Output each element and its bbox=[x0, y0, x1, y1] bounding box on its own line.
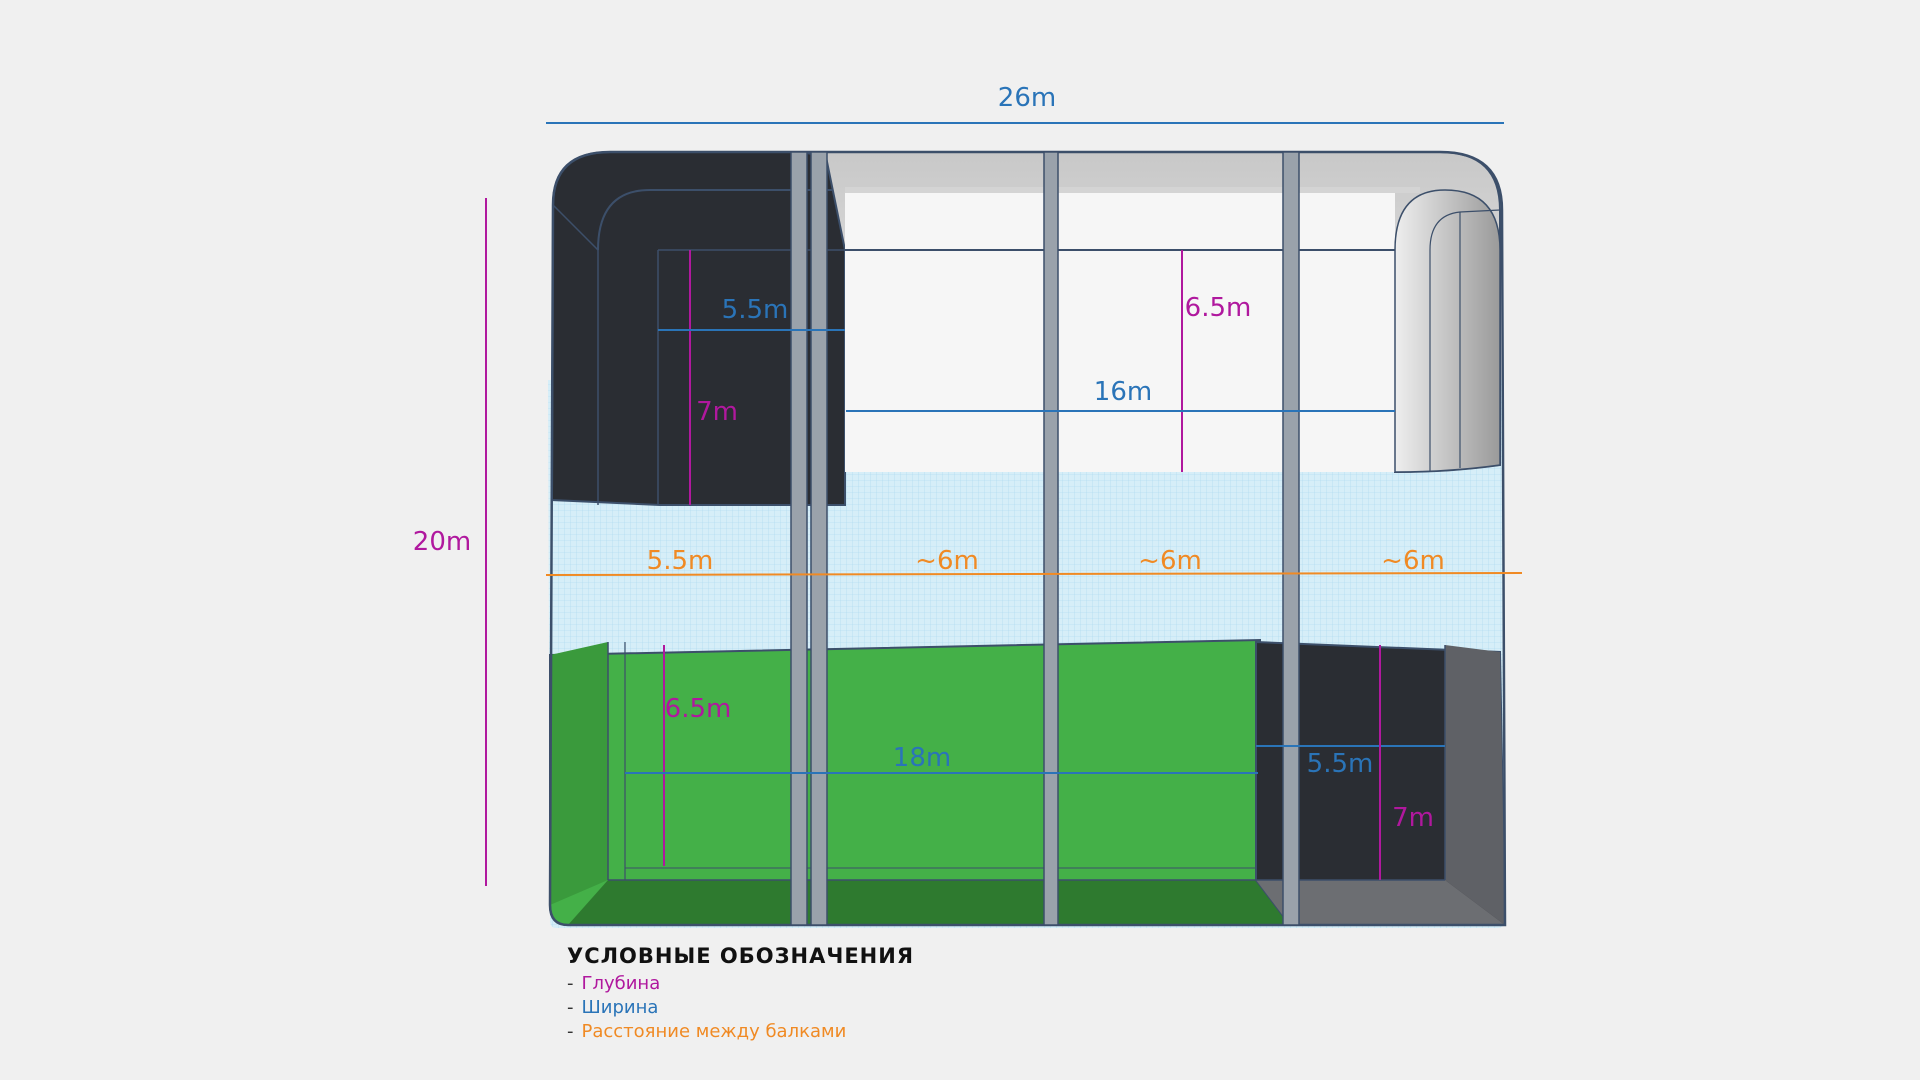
beam-spacing-line bbox=[545, 572, 1523, 576]
pool-outline bbox=[548, 150, 1507, 927]
legend-label-width: Ширина bbox=[581, 997, 659, 1018]
gap-1-label: 5.5m bbox=[647, 546, 714, 576]
beam-2 bbox=[810, 151, 828, 926]
legend-dash: - bbox=[567, 997, 574, 1018]
legend: УСЛОВНЫЕ ОБОЗНАЧЕНИЯ -Глубина -Ширина -Р… bbox=[567, 944, 914, 1044]
beam-1 bbox=[790, 151, 808, 926]
legend-label-depth: Глубина bbox=[581, 973, 661, 994]
top-right-white-pool bbox=[823, 151, 1501, 474]
top-left-dark-pool bbox=[550, 151, 846, 506]
total-width-label: 26m bbox=[998, 83, 1056, 113]
beam-4 bbox=[1282, 151, 1300, 926]
beam-3 bbox=[1043, 151, 1059, 926]
gap-2-label: ~6m bbox=[915, 546, 979, 576]
br-width-label: 5.5m bbox=[1307, 749, 1374, 779]
tr-depth-label: 6.5m bbox=[1185, 293, 1252, 323]
tr-width-label: 16m bbox=[1094, 377, 1152, 407]
legend-item-beam-spacing: -Расстояние между балками bbox=[567, 1020, 914, 1044]
legend-dash: - bbox=[567, 973, 574, 994]
br-depth-label: 7m bbox=[1392, 803, 1434, 833]
legend-dash: - bbox=[567, 1021, 574, 1042]
gap-3-label: ~6m bbox=[1138, 546, 1202, 576]
legend-item-depth: -Глубина bbox=[567, 972, 914, 996]
gap-4-label: ~6m bbox=[1381, 546, 1445, 576]
total-depth-label: 20m bbox=[413, 527, 471, 557]
bottom-left-green-pool bbox=[549, 638, 1292, 926]
legend-item-width: -Ширина bbox=[567, 996, 914, 1020]
bl-depth-label: 6.5m bbox=[665, 694, 732, 724]
legend-label-beam-spacing: Расстояние между балками bbox=[581, 1021, 847, 1042]
bl-width-label: 18m bbox=[893, 743, 951, 773]
beams bbox=[790, 151, 1300, 926]
tl-width-label: 5.5m bbox=[722, 295, 789, 325]
tl-depth-label: 7m bbox=[696, 397, 738, 427]
legend-title: УСЛОВНЫЕ ОБОЗНАЧЕНИЯ bbox=[567, 944, 914, 968]
